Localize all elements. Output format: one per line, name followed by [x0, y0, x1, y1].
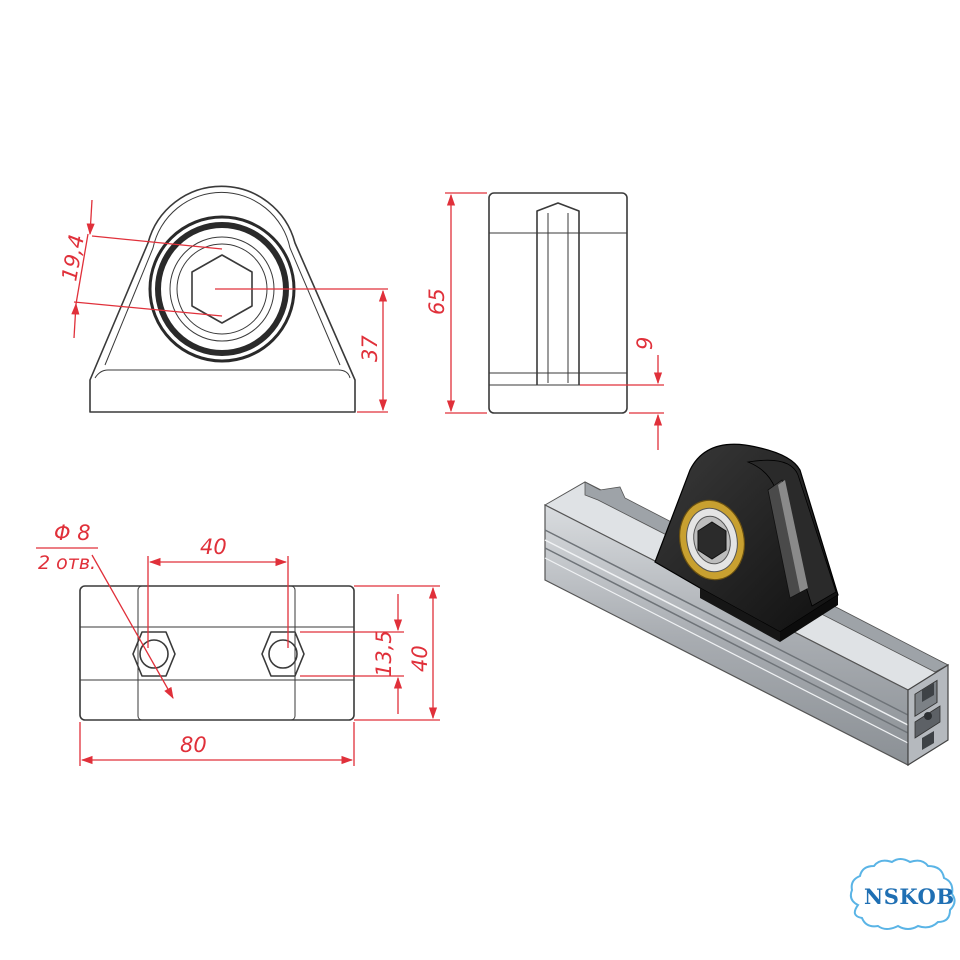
dim-height-label: 65	[425, 288, 449, 315]
front-dims: 19,4 37	[57, 199, 388, 413]
dim-axis-height-label: 37	[358, 335, 382, 362]
dim-hole-note-label: 2 отв.	[38, 552, 96, 574]
dim-width-label: 40	[408, 645, 432, 672]
front-view-housing-outline	[89, 185, 356, 413]
top-view-hole-right	[261, 631, 305, 677]
dim-slot-label: 9	[633, 337, 657, 350]
logo-text: NSKOB	[864, 884, 955, 909]
dim-hole-dia-label: Φ 8	[54, 521, 91, 545]
side-view-slot	[536, 202, 580, 385]
nskob-logo: NSKOB	[849, 858, 956, 930]
dim-hole-offset-label: 13,5	[372, 630, 396, 677]
dim-bore-label: 19,4	[57, 233, 89, 283]
profile-end-face	[907, 663, 949, 767]
top-view-hole-left	[132, 631, 176, 677]
top-view-center-block	[137, 585, 296, 721]
front-view	[89, 185, 356, 413]
isometric-view	[543, 443, 950, 767]
side-view-outline	[488, 192, 628, 414]
side-dims: 65 9	[425, 192, 664, 450]
dim-hole-spacing-label: 40	[200, 535, 227, 559]
bearing-housing-3d	[654, 443, 839, 642]
top-dims: Φ 8 2 отв. 40 40 13,5 80	[36, 521, 440, 766]
side-view	[488, 192, 628, 414]
front-view-hex-bore	[191, 254, 253, 324]
top-view	[79, 585, 355, 721]
bearing-3d	[679, 499, 745, 581]
front-view-arch-inner	[104, 191, 341, 366]
front-view-base-step	[94, 369, 351, 379]
dim-length-label: 80	[180, 733, 207, 757]
